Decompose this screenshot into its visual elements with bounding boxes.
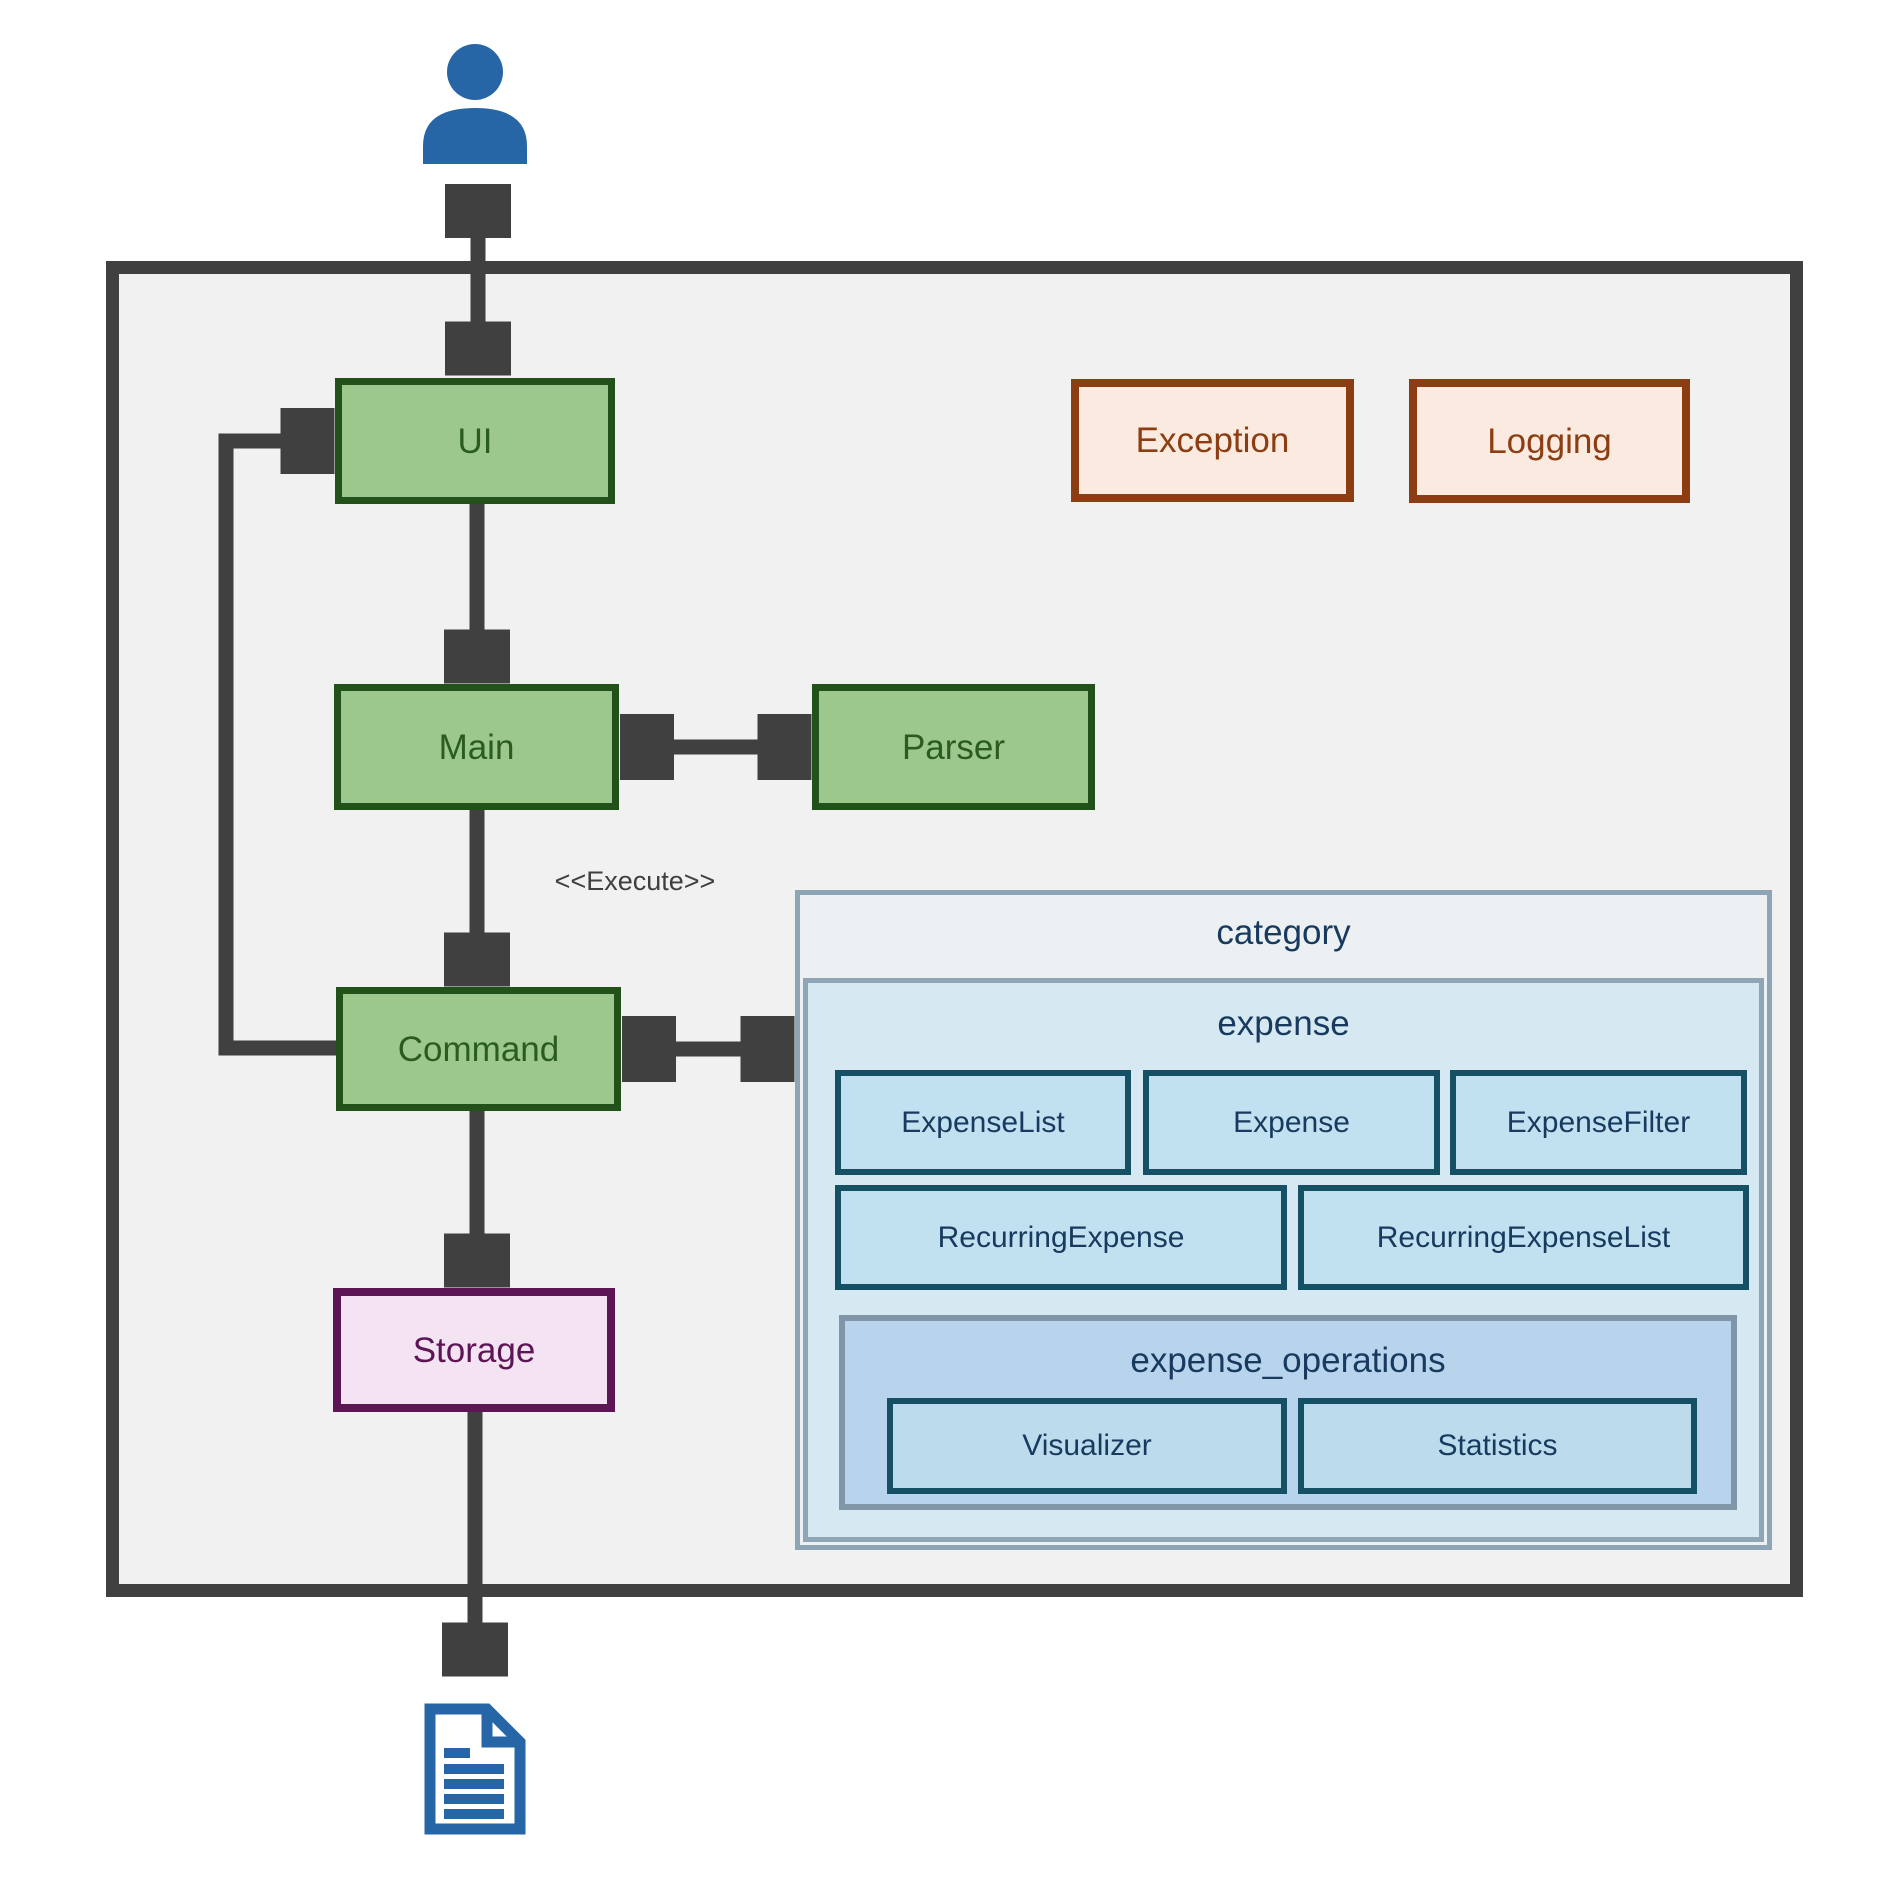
package-expense-operations-title: expense_operations xyxy=(1130,1341,1446,1380)
node-logging: Logging xyxy=(1409,379,1690,503)
edge-label-execute: <<Execute>> xyxy=(554,866,716,896)
class-expenselist: ExpenseList xyxy=(835,1070,1131,1175)
class-recurringexpenselist: RecurringExpenseList xyxy=(1298,1185,1749,1290)
node-main: Main xyxy=(334,684,619,810)
package-expense-operations: expense_operations Visualizer Statistics xyxy=(839,1315,1737,1510)
class-visualizer: Visualizer xyxy=(887,1398,1287,1494)
node-parser: Parser xyxy=(812,684,1095,810)
node-exception: Exception xyxy=(1071,379,1354,502)
package-expense: expense ExpenseList Expense ExpenseFilte… xyxy=(803,978,1764,1542)
class-expensefilter: ExpenseFilter xyxy=(1450,1070,1747,1175)
node-ui: UI xyxy=(335,378,615,504)
document-icon xyxy=(424,1703,526,1835)
class-expense: Expense xyxy=(1143,1070,1440,1175)
person-icon xyxy=(423,44,527,164)
class-statistics: Statistics xyxy=(1298,1398,1697,1494)
node-command: Command xyxy=(336,987,621,1111)
package-category-title: category xyxy=(1216,913,1351,952)
class-recurringexpense: RecurringExpense xyxy=(835,1185,1287,1290)
node-storage: Storage xyxy=(333,1288,615,1412)
package-expense-title: expense xyxy=(1217,1004,1350,1043)
package-category: category expense ExpenseList Expense Exp… xyxy=(795,890,1772,1550)
